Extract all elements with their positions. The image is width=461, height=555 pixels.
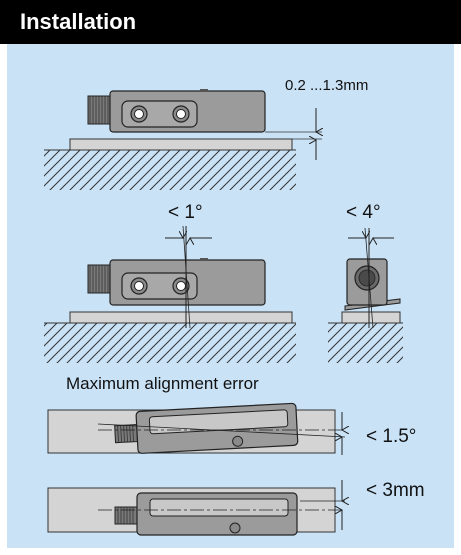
section-header: Installation bbox=[0, 0, 461, 44]
ground-hatch-2 bbox=[44, 323, 296, 363]
angle-top-label: < 1.5° bbox=[366, 426, 417, 447]
m8-connector-1 bbox=[87, 95, 111, 125]
m8-connector-3 bbox=[114, 424, 139, 444]
top-view-offset bbox=[47, 480, 345, 536]
sensor-side-view-gap bbox=[44, 89, 322, 190]
mounting-plate-1 bbox=[69, 138, 293, 151]
sensor-side-view-tilt bbox=[44, 225, 296, 363]
angle-side-label: < 4° bbox=[346, 202, 381, 223]
mounting-plate-3 bbox=[341, 311, 401, 324]
ground-hatch-1 bbox=[44, 150, 296, 190]
mounting-plate-2 bbox=[69, 311, 293, 324]
angle-front-label: < 1° bbox=[168, 202, 203, 223]
ground-hatch-3 bbox=[328, 323, 403, 363]
top-view-angle-error bbox=[47, 402, 345, 455]
alignment-heading: Maximum alignment error bbox=[66, 374, 259, 393]
m8-connector-2 bbox=[87, 264, 111, 294]
offset-top-label: < 3mm bbox=[366, 480, 425, 501]
gap-label: 0.2 ...1.3mm bbox=[285, 77, 369, 94]
m8-connector-4 bbox=[114, 506, 138, 525]
section-title: Installation bbox=[20, 9, 137, 34]
sensor-end-view bbox=[328, 227, 403, 363]
